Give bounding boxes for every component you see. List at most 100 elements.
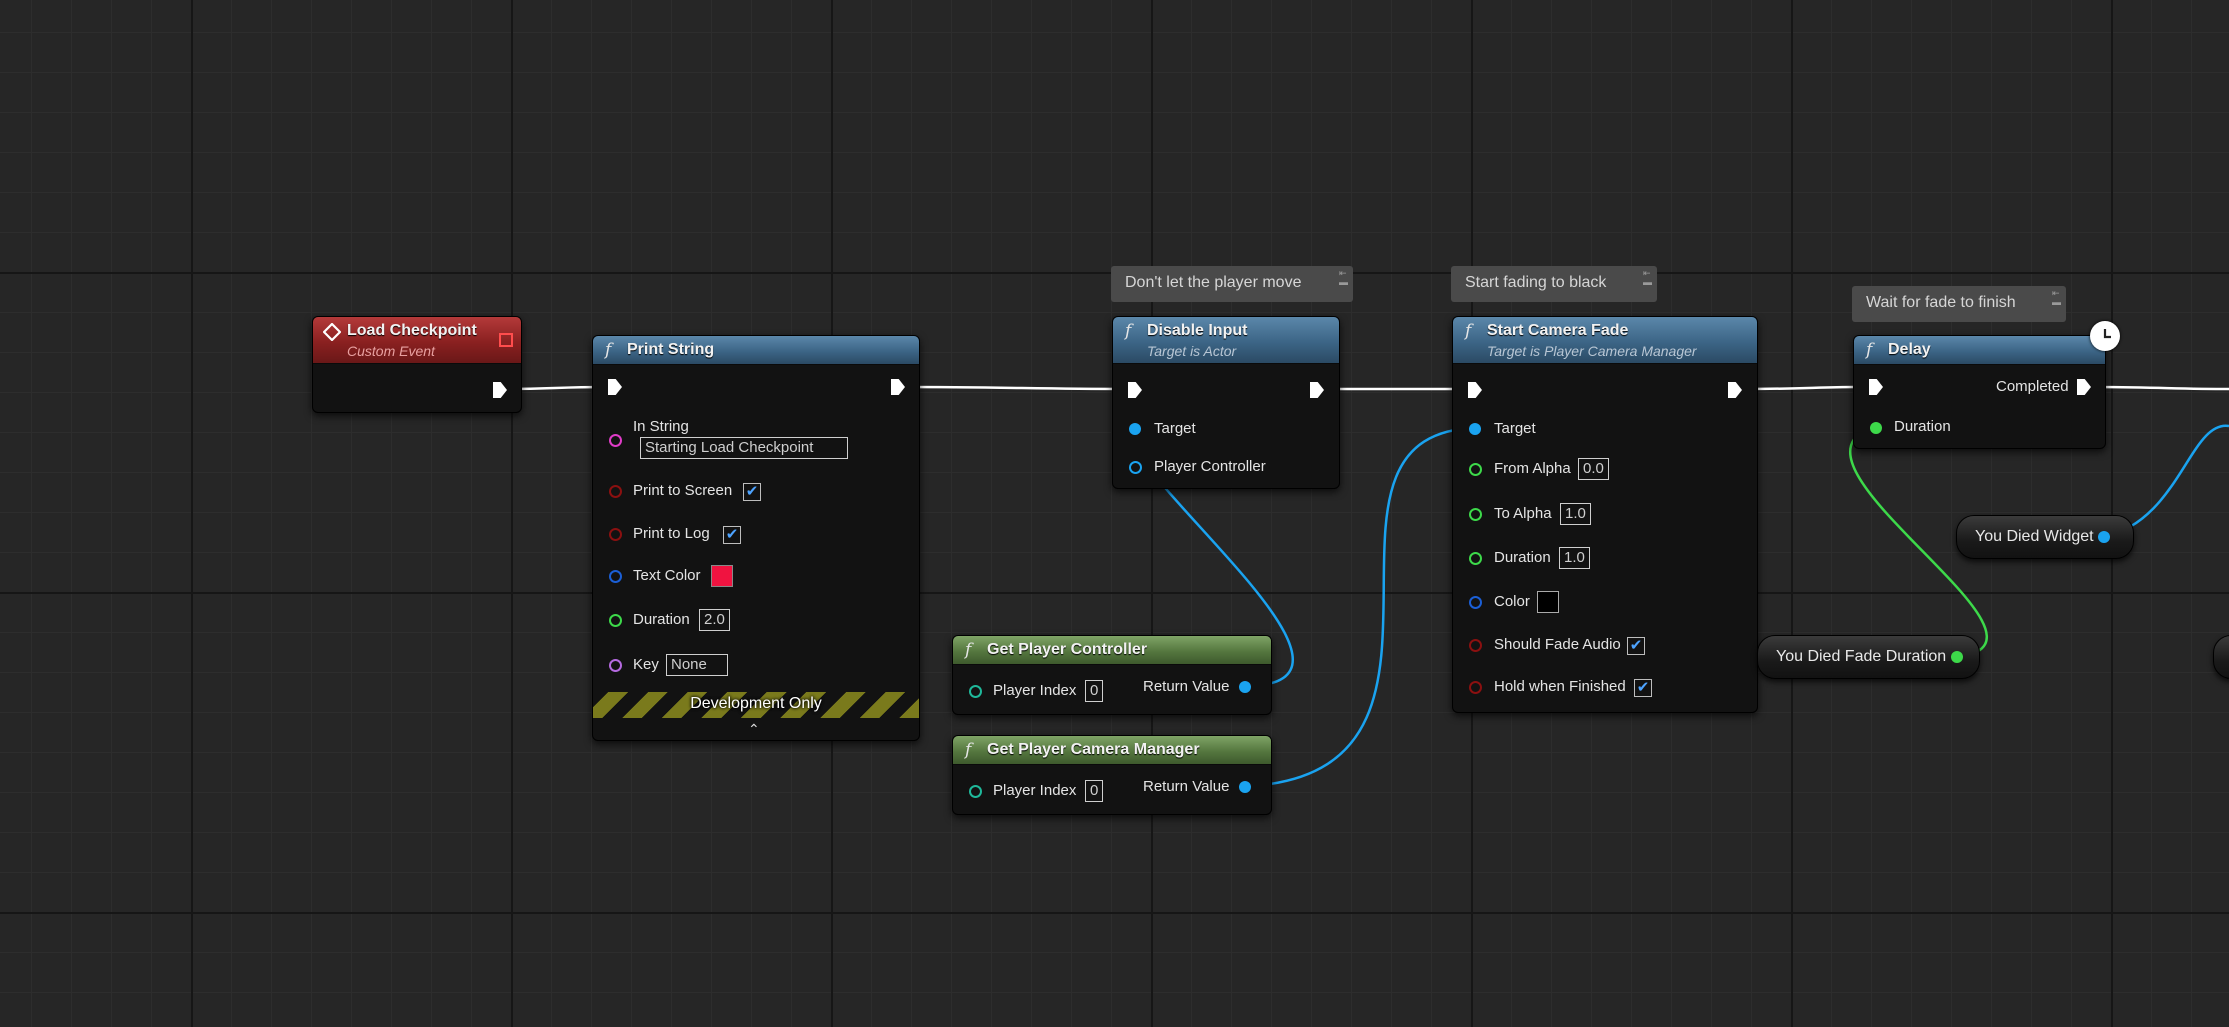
duration-label: Duration	[1494, 549, 1551, 566]
return-value-pin[interactable]	[1239, 781, 1251, 793]
development-only-label: Development Only	[690, 695, 822, 712]
disable-input-subtitle: Target is Actor	[1147, 343, 1237, 359]
in-string-input[interactable]: Starting Load Checkpoint	[640, 437, 848, 459]
return-value-label: Return Value	[1143, 678, 1230, 695]
should-fade-audio-checkbox[interactable]: ✔	[1627, 637, 1645, 655]
duration-pin[interactable]	[1469, 552, 1482, 565]
delay-node[interactable]: f Delay Completed Duration	[1853, 335, 2106, 449]
player-index-pin[interactable]	[969, 685, 982, 698]
text-color-label: Text Color	[633, 567, 701, 584]
exec-in-pin[interactable]	[1128, 382, 1142, 398]
event-diamond-icon	[323, 323, 341, 341]
print-to-screen-checkbox[interactable]: ✔	[743, 483, 761, 501]
disable-input-node[interactable]: f Disable Input Target is Actor Target P…	[1112, 316, 1340, 489]
print-string-node[interactable]: f Print String In String Starting Load C…	[592, 335, 920, 741]
function-icon: f	[965, 640, 972, 660]
variable-label: You Died Fade Duration	[1776, 648, 1947, 665]
exec-out-pin[interactable]	[493, 382, 507, 398]
color-label: Color	[1494, 593, 1530, 610]
exec-wire	[2090, 385, 2229, 391]
hold-when-finished-pin[interactable]	[1469, 681, 1482, 694]
object-wire	[1250, 426, 1479, 788]
exec-in-pin[interactable]	[1468, 382, 1482, 398]
player-index-pin[interactable]	[969, 785, 982, 798]
load-checkpoint-node[interactable]: Load Checkpoint Custom Event	[312, 316, 522, 413]
float-wire	[1848, 424, 1989, 659]
player-index-input[interactable]: 0	[1085, 680, 1104, 702]
target-pin[interactable]	[1129, 423, 1141, 435]
function-icon: f	[605, 340, 612, 360]
in-string-pin[interactable]	[609, 434, 622, 447]
delay-comment[interactable]: Wait for fade to finish ⇤▬	[1852, 286, 2066, 322]
start-camera-fade-title: Start Camera Fade	[1487, 322, 1629, 339]
comment-pin-icon[interactable]: ⇤▬	[1339, 268, 1348, 287]
return-value-label: Return Value	[1143, 778, 1230, 795]
exec-out-pin[interactable]	[1728, 382, 1742, 398]
color-pin[interactable]	[1469, 596, 1482, 609]
you-died-widget-variable[interactable]: You Died Widget	[1956, 515, 2134, 559]
text-color-pin[interactable]	[609, 570, 622, 583]
hold-when-finished-checkbox[interactable]: ✔	[1634, 679, 1652, 697]
start-camera-fade-node[interactable]: f Start Camera Fade Target is Player Cam…	[1452, 316, 1758, 713]
you-died-fade-duration-out-pin[interactable]	[1951, 651, 1963, 663]
exec-out-pin[interactable]	[1310, 382, 1324, 398]
disable-input-comment[interactable]: Don't let the player move ⇤▬	[1111, 266, 1353, 302]
duration-input[interactable]: 1.0	[1559, 547, 1590, 569]
comment-pin-icon[interactable]: ⇤▬	[2052, 288, 2061, 307]
color-swatch[interactable]	[1537, 591, 1559, 613]
should-fade-audio-label: Should Fade Audio	[1494, 636, 1621, 653]
exec-in-pin[interactable]	[608, 379, 622, 395]
text-color-swatch[interactable]	[711, 565, 733, 587]
development-only-banner: Development Only	[593, 692, 919, 718]
exec-out-pin[interactable]	[2077, 379, 2091, 395]
duration-input[interactable]: 2.0	[699, 609, 730, 631]
exec-wire	[901, 385, 1126, 391]
print-to-screen-pin[interactable]	[609, 485, 622, 498]
load-checkpoint-subtitle: Custom Event	[347, 343, 435, 359]
from-alpha-input[interactable]: 0.0	[1578, 458, 1609, 480]
print-to-screen-label: Print to Screen	[633, 482, 733, 499]
exec-out-pin[interactable]	[891, 379, 905, 395]
in-string-label: In String	[633, 418, 689, 435]
duration-pin[interactable]	[609, 614, 622, 627]
player-controller-label: Player Controller	[1154, 458, 1266, 475]
duration-pin[interactable]	[1870, 422, 1882, 434]
comment-text: Wait for fade to finish	[1866, 294, 2016, 311]
print-to-log-label: Print to Log	[633, 525, 710, 542]
you-died-fade-duration-variable[interactable]: You Died Fade Duration	[1757, 635, 1980, 679]
get-player-controller-title: Get Player Controller	[987, 641, 1148, 658]
get-player-camera-manager-title: Get Player Camera Manager	[987, 741, 1200, 758]
key-pin[interactable]	[609, 659, 622, 672]
player-controller-pin[interactable]	[1129, 461, 1142, 474]
from-alpha-pin[interactable]	[1469, 463, 1482, 476]
get-player-controller-node[interactable]: f Get Player Controller Player Index 0 R…	[952, 635, 1272, 715]
start-camera-fade-comment[interactable]: Start fading to black ⇤▬	[1451, 266, 1657, 302]
return-value-pin[interactable]	[1239, 681, 1251, 693]
disable-input-title: Disable Input	[1147, 322, 1248, 339]
to-alpha-label: To Alpha	[1494, 505, 1552, 522]
delegate-pin-icon[interactable]	[499, 333, 513, 347]
exec-in-pin[interactable]	[1869, 379, 1883, 395]
duration-label: Duration	[633, 611, 690, 628]
hold-when-finished-label: Hold when Finished	[1494, 678, 1626, 695]
comment-pin-icon[interactable]: ⇤▬	[1643, 268, 1652, 287]
comment-text: Start fading to black	[1465, 274, 1607, 291]
you-died-widget-out-pin[interactable]	[2098, 531, 2110, 543]
key-input[interactable]: None	[666, 654, 728, 676]
collapse-chevron-icon[interactable]: ⌃	[748, 721, 760, 737]
player-index-input[interactable]: 0	[1085, 780, 1104, 802]
print-to-log-checkbox[interactable]: ✔	[723, 526, 741, 544]
completed-label: Completed	[1996, 378, 2069, 395]
get-player-camera-manager-node[interactable]: f Get Player Camera Manager Player Index…	[952, 735, 1272, 815]
function-icon: f	[965, 740, 972, 760]
duration-label: Duration	[1894, 418, 1951, 435]
to-alpha-pin[interactable]	[1469, 508, 1482, 521]
to-alpha-input[interactable]: 1.0	[1560, 503, 1591, 525]
should-fade-audio-pin[interactable]	[1469, 639, 1482, 652]
target-pin[interactable]	[1469, 423, 1481, 435]
get-player-controller-header: f Get Player Controller	[953, 636, 1271, 665]
load-checkpoint-header: Load Checkpoint Custom Event	[313, 317, 521, 364]
print-to-log-pin[interactable]	[609, 528, 622, 541]
